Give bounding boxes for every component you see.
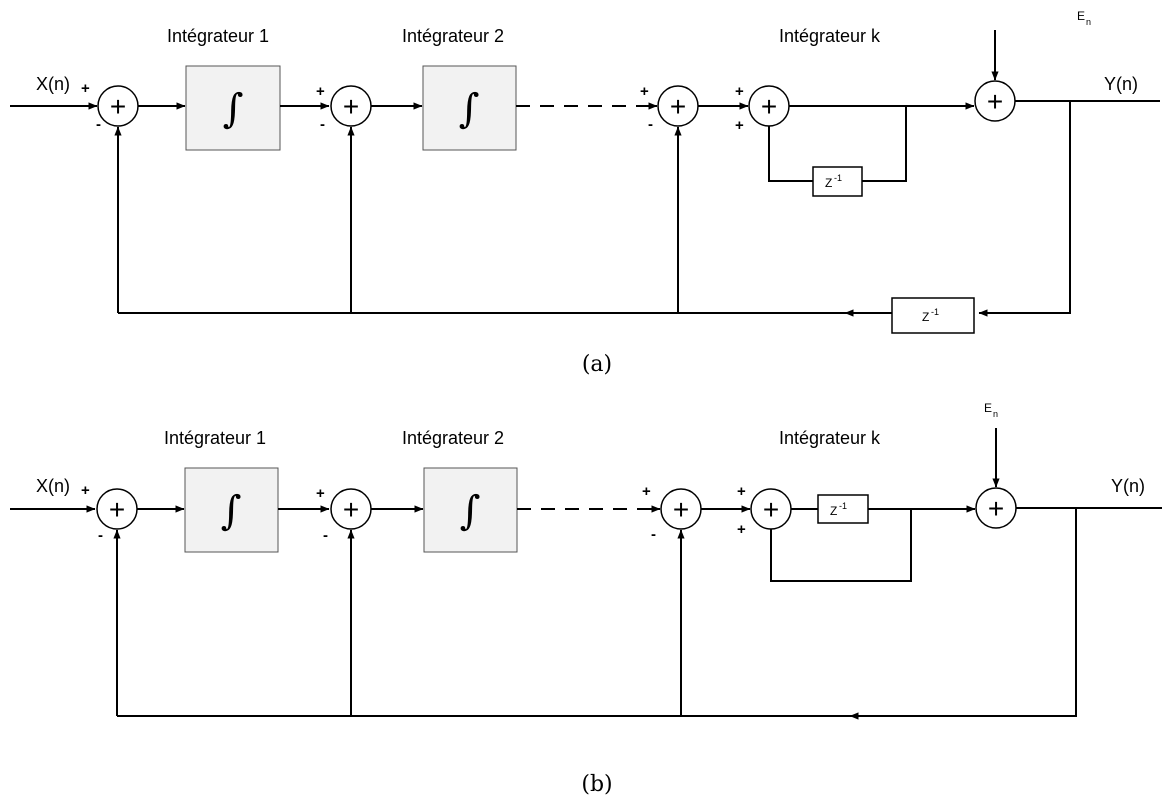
summing-junction-plus: + [109,494,125,525]
integral-symbol: ∫ [459,86,480,132]
feedback-wire [849,508,1077,720]
integrator-k-title: Intégrateur k [779,26,881,46]
integrator-1-title: Intégrateur 1 [167,26,269,46]
diagram-b: Intégrateur 1 Intégrateur 2 Intégrateur … [10,401,1162,797]
integrator-1-title: Intégrateur 1 [164,428,266,448]
feedback-wire [978,101,1071,317]
summing-junction-plus: + [110,91,126,122]
noise-label-sub: n [1086,17,1091,27]
integrator-k-title: Intégrateur k [779,428,881,448]
integrator-k-loop-wire [768,126,813,182]
delay-label-exp: -1 [834,173,842,183]
delay-block [812,166,863,197]
delay-label: Z -1 [825,173,842,190]
sign-minus: - [98,527,103,544]
delay-label-main: Z [830,504,837,518]
integrator-2-block [422,65,517,151]
integrator-1-block [184,467,279,553]
integrator-2-title: Intégrateur 2 [402,428,504,448]
input-label: X(n) [36,74,70,94]
delay-label-exp: -1 [839,501,847,511]
caption-a: (a) [582,352,612,377]
output-label: Y(n) [1104,74,1138,94]
integrator-k-loop-wire [862,106,907,182]
integrator-1-block [185,65,281,151]
summing-junction-plus: + [673,494,689,525]
feedback-delay-block [891,297,975,334]
input-label: X(n) [36,476,70,496]
feedback-delay-label-main: Z [922,310,929,324]
output-label: Y(n) [1111,476,1145,496]
sign-plus: + [737,521,746,538]
diagram-a: Intégrateur 1 Intégrateur 2 Intégrateur … [10,9,1160,377]
noise-label-sub: n [993,409,998,419]
summing-junction-plus: + [761,91,777,122]
sign-minus: - [323,527,328,544]
integral-symbol: ∫ [460,488,481,534]
sign-minus: - [651,526,656,543]
summing-junction-plus: + [670,91,686,122]
delay-label: Z -1 [830,501,847,518]
noise-label-main: E [1077,9,1085,23]
sign-plus: + [640,83,649,100]
feedback-delay-label: Z -1 [922,307,939,324]
sign-plus: + [642,483,651,500]
delay-block [817,494,869,524]
sign-plus: + [735,117,744,134]
noise-label: E n [1077,9,1091,27]
integral-symbol: ∫ [223,86,244,132]
sign-plus: + [735,83,744,100]
sign-plus: + [81,482,90,499]
integrator-2-title: Intégrateur 2 [402,26,504,46]
sign-plus: + [316,485,325,502]
summing-junction-plus: + [343,494,359,525]
feedback-delay-label-exp: -1 [931,307,939,317]
noise-label: E n [984,401,998,419]
summing-junction-plus: + [763,494,779,525]
sign-plus: + [316,83,325,100]
sign-minus: - [96,116,101,133]
integrator-k-loop-wire [770,509,912,582]
sign-minus: - [320,116,325,133]
summing-junction-plus: + [987,86,1003,117]
summing-junction-plus: + [988,493,1004,524]
noise-label-main: E [984,401,992,415]
sign-minus: - [648,116,653,133]
integrator-2-block [423,467,518,553]
sign-plus: + [737,483,746,500]
sign-plus: + [81,80,90,97]
summing-junction-plus: + [343,91,359,122]
integral-symbol: ∫ [221,488,242,534]
caption-b: (b) [581,772,612,797]
delay-label-main: Z [825,176,832,190]
